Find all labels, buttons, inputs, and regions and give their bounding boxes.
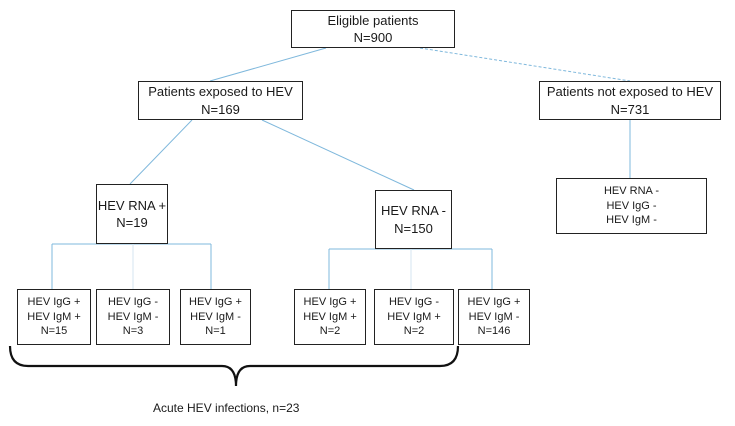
exposed-patients-title: Patients exposed to HEV [148, 84, 293, 100]
leaf-box-igg-pos-igm-neg-1: HEV IgG + HEV IgM - N=1 [180, 289, 251, 345]
leaf-igm: HEV IgM - [107, 310, 159, 323]
leaf-count: N=2 [403, 325, 425, 338]
not-exposed-igm: HEV IgM - [606, 214, 657, 227]
leaf-box-igg-neg-igm-neg-3: HEV IgG - HEV IgM - N=3 [96, 289, 170, 345]
leaf-count: N=15 [40, 325, 68, 338]
rna-positive-box: HEV RNA + N=19 [96, 184, 168, 244]
leaf-igg: HEV IgG - [107, 296, 159, 309]
leaf-count: N=3 [122, 325, 144, 338]
leaf-count: N=146 [477, 325, 511, 338]
leaf-igg: HEV IgG + [189, 296, 242, 309]
exposed-patients-box: Patients exposed to HEV N=169 [138, 81, 303, 120]
eligible-patients-box: Eligible patients N=900 [291, 10, 455, 48]
leaf-box-igg-pos-igm-pos-15: HEV IgG + HEV IgM + N=15 [17, 289, 91, 345]
acute-infections-caption: Acute HEV infections, n=23 [153, 401, 300, 415]
leaf-igg: HEV IgG - [388, 296, 440, 309]
rna-positive-title: HEV RNA + [97, 197, 167, 213]
not-exposed-patients-title: Patients not exposed to HEV [546, 84, 714, 100]
not-exposed-markers-box: HEV RNA - HEV IgG - HEV IgM - [556, 178, 707, 234]
not-exposed-rna: HEV RNA - [603, 185, 659, 198]
leaf-igg: HEV IgG + [467, 296, 521, 309]
leaf-igg: HEV IgG + [27, 296, 81, 309]
leaf-igm: HEV IgM + [27, 310, 81, 323]
leaf-box-igg-pos-igm-pos-2: HEV IgG + HEV IgM + N=2 [294, 289, 366, 345]
leaf-igg: HEV IgG + [303, 296, 357, 309]
connector-exposed-to-rna-neg [261, 119, 415, 191]
rna-positive-count: N=19 [116, 215, 148, 230]
not-exposed-patients-box: Patients not exposed to HEV N=731 [539, 81, 721, 120]
acute-infections-brace [8, 345, 460, 387]
connector-exposed-to-rna-pos [129, 119, 193, 185]
rna-negative-count: N=150 [394, 220, 433, 236]
rna-negative-box: HEV RNA - N=150 [375, 190, 452, 249]
leaf-box-igg-pos-igm-neg-146: HEV IgG + HEV IgM - N=146 [458, 289, 530, 345]
eligible-patients-title: Eligible patients [327, 12, 419, 28]
eligible-patients-count: N=900 [353, 30, 393, 45]
connector-root-to-exposed [209, 47, 327, 82]
leaf-count: N=1 [205, 325, 226, 338]
not-exposed-patients-count: N=731 [610, 101, 650, 117]
leaf-count: N=2 [319, 325, 341, 338]
exposed-patients-count: N=169 [201, 101, 240, 117]
rna-negative-title: HEV RNA - [380, 203, 446, 219]
leaf-box-igg-neg-igm-pos-2: HEV IgG - HEV IgM + N=2 [374, 289, 454, 345]
not-exposed-igg: HEV IgG - [606, 199, 657, 212]
leaf-igm: HEV IgM - [190, 310, 241, 323]
leaf-igm: HEV IgM - [468, 310, 520, 323]
connector-root-to-not-exposed [419, 47, 631, 82]
leaf-igm: HEV IgM + [303, 310, 357, 323]
leaf-igm: HEV IgM + [387, 310, 441, 323]
